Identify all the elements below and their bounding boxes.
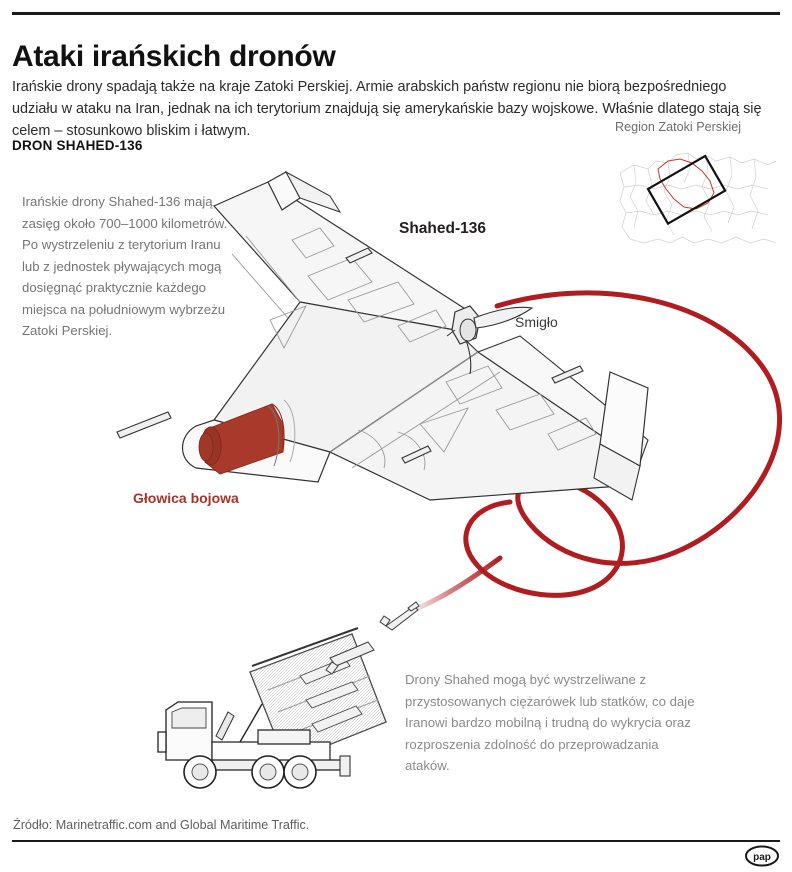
upper-winglet <box>267 171 301 211</box>
drone-description-text: Irańskie drony Shahed-136 mają zasięg ok… <box>22 194 228 339</box>
locator-map <box>619 152 777 244</box>
trajectory-fade-tail <box>405 555 503 615</box>
launcher-description-text: Drony Shahed mogą być wystrzeliwane z pr… <box>405 672 695 774</box>
right-winglet-lower <box>593 443 641 501</box>
truck-chassis <box>211 729 349 771</box>
label-shahed-136: Shahed-136 <box>399 220 487 237</box>
small-drone-icon <box>379 601 420 631</box>
right-winglet-upper <box>599 371 649 467</box>
truck-cab <box>157 701 213 761</box>
pap-logo: pap <box>745 845 779 867</box>
launching-drones <box>325 641 375 675</box>
panel-lines <box>231 227 447 349</box>
trajectory-path <box>463 290 783 598</box>
top-rule <box>12 12 780 15</box>
source-credit: Źródło: Marinetraffic.com and Global Mar… <box>13 818 310 832</box>
label-propeller: Śmigło <box>515 314 558 330</box>
standfirst-text: Irańskie drony spadają także na kraje Za… <box>12 79 762 140</box>
page-title: Ataki irańskich dronów <box>12 40 336 74</box>
warhead <box>198 403 285 475</box>
truck-wheels <box>183 755 317 789</box>
locator-map-caption: Region Zatoki Perskiej <box>615 120 741 134</box>
lower-wing <box>328 351 641 501</box>
drone-nose <box>182 419 331 483</box>
bottom-rule <box>12 840 780 842</box>
section-label: DRON SHAHED-136 <box>12 138 143 153</box>
drone-center-body <box>213 301 479 453</box>
label-warhead: Głowica bojowa <box>133 490 239 506</box>
region-frame <box>646 154 727 226</box>
pap-logo-text: pap <box>753 852 771 863</box>
launcher-truck <box>157 627 387 789</box>
racked-drones <box>299 657 363 733</box>
drone-rack <box>249 633 387 763</box>
